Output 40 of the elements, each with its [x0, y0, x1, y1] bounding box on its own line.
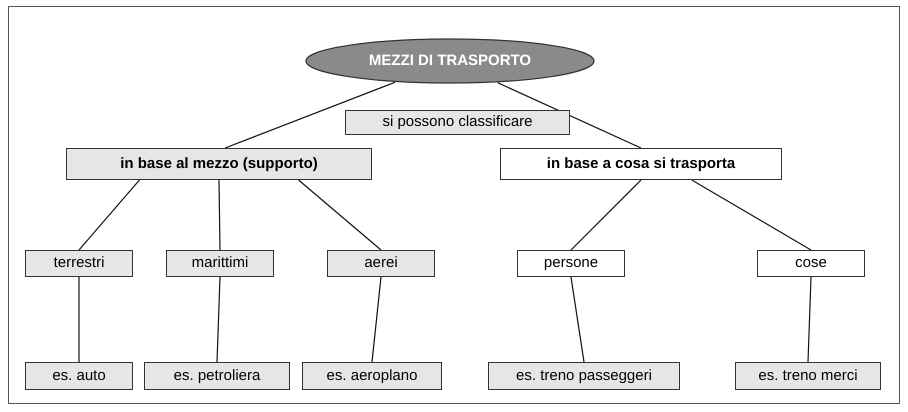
connector-line [216, 276, 221, 362]
node-text: es. aeroplano [326, 366, 418, 386]
connector-line [78, 277, 80, 362]
subcategory-box [25, 250, 133, 277]
subcategory-box [757, 250, 865, 277]
node-text: persone [544, 254, 598, 273]
node-text: es. treno passeggeri [516, 366, 652, 386]
node-text: es. petroliera [174, 366, 260, 386]
connector-line [691, 179, 812, 251]
connector-line [807, 276, 812, 362]
connector-line [570, 180, 642, 250]
node-text: es. auto [52, 366, 106, 386]
subcategory-box [327, 250, 435, 277]
category-box [500, 148, 782, 180]
node-text: cose [795, 254, 827, 273]
connector-line [371, 276, 382, 362]
category-box [66, 148, 372, 180]
node-text: es. treno merci [758, 366, 858, 386]
node-text: MEZZI DI TRASPORTO [368, 52, 532, 70]
connector-line [570, 276, 585, 362]
connector-line [78, 180, 140, 250]
node-text: terrestri [54, 254, 104, 273]
example-box [735, 362, 881, 390]
example-box [488, 362, 680, 390]
subcategory-box [166, 250, 274, 277]
connector-line [497, 82, 642, 149]
node-text: marittimi [192, 254, 248, 273]
subcategory-box [517, 250, 625, 277]
example-box [302, 362, 442, 390]
node-text: aerei [364, 254, 398, 273]
example-box [25, 362, 133, 390]
node-text: in base al mezzo (supporto) [120, 154, 318, 174]
connector-line [224, 82, 396, 149]
node-text: in base a cosa si trasporta [546, 154, 736, 174]
connector-label-box [345, 110, 570, 135]
example-box [144, 362, 290, 390]
connector-line [298, 180, 382, 250]
node-text: si possono classificare [382, 113, 533, 132]
title-ellipse [305, 38, 595, 84]
connector-line [218, 180, 221, 250]
